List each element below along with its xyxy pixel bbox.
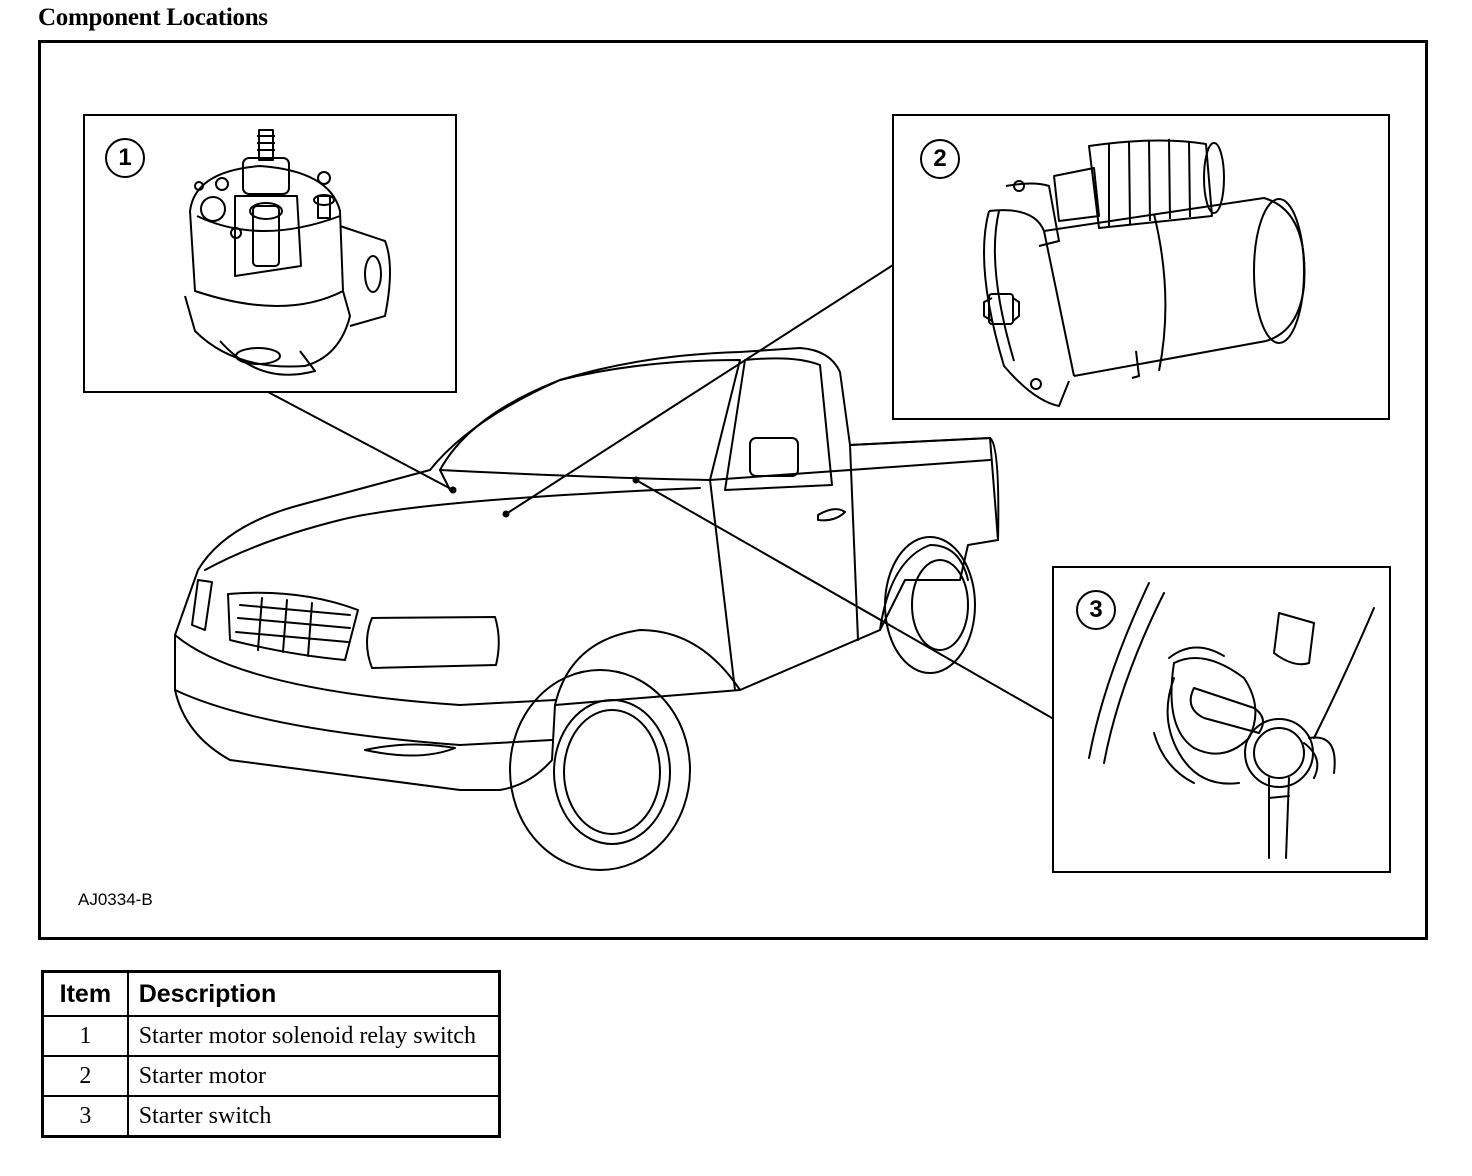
legend-header-row: Item Description <box>41 970 501 1017</box>
callout-box-2: 2 <box>892 114 1390 420</box>
solenoid-relay-switch-drawing <box>184 129 391 376</box>
row-description: Starter switch <box>126 1095 501 1138</box>
legend-table: Item Description 1 Starter motor solenoi… <box>41 970 501 1138</box>
callout-number-3: 3 <box>1076 590 1116 630</box>
header-description: Description <box>126 970 501 1017</box>
leader-line-3 <box>635 479 1053 719</box>
callout-box-1: 1 <box>83 114 457 393</box>
row-description: Starter motor <box>126 1055 501 1097</box>
row-item: 1 <box>41 1015 129 1057</box>
table-row: 3 Starter switch <box>41 1095 501 1138</box>
row-description: Starter motor solenoid relay switch <box>126 1015 501 1057</box>
callout-number-1: 1 <box>105 138 145 178</box>
leader-line-2 <box>505 264 894 515</box>
figure-code: AJ0334-B <box>78 890 153 909</box>
row-item: 3 <box>41 1095 129 1138</box>
callout-box-3: 3 <box>1052 566 1391 873</box>
starter-motor-drawing <box>983 138 1306 407</box>
header-item: Item <box>41 970 129 1017</box>
leader-line-1 <box>267 391 454 491</box>
row-item: 2 <box>41 1055 129 1097</box>
starter-switch-drawing <box>1088 582 1375 859</box>
table-row: 1 Starter motor solenoid relay switch <box>41 1015 501 1057</box>
callout-number-2: 2 <box>920 139 960 179</box>
page-title: Component Locations <box>38 4 268 31</box>
figure-frame <box>38 40 1428 940</box>
table-row: 2 Starter motor <box>41 1055 501 1097</box>
